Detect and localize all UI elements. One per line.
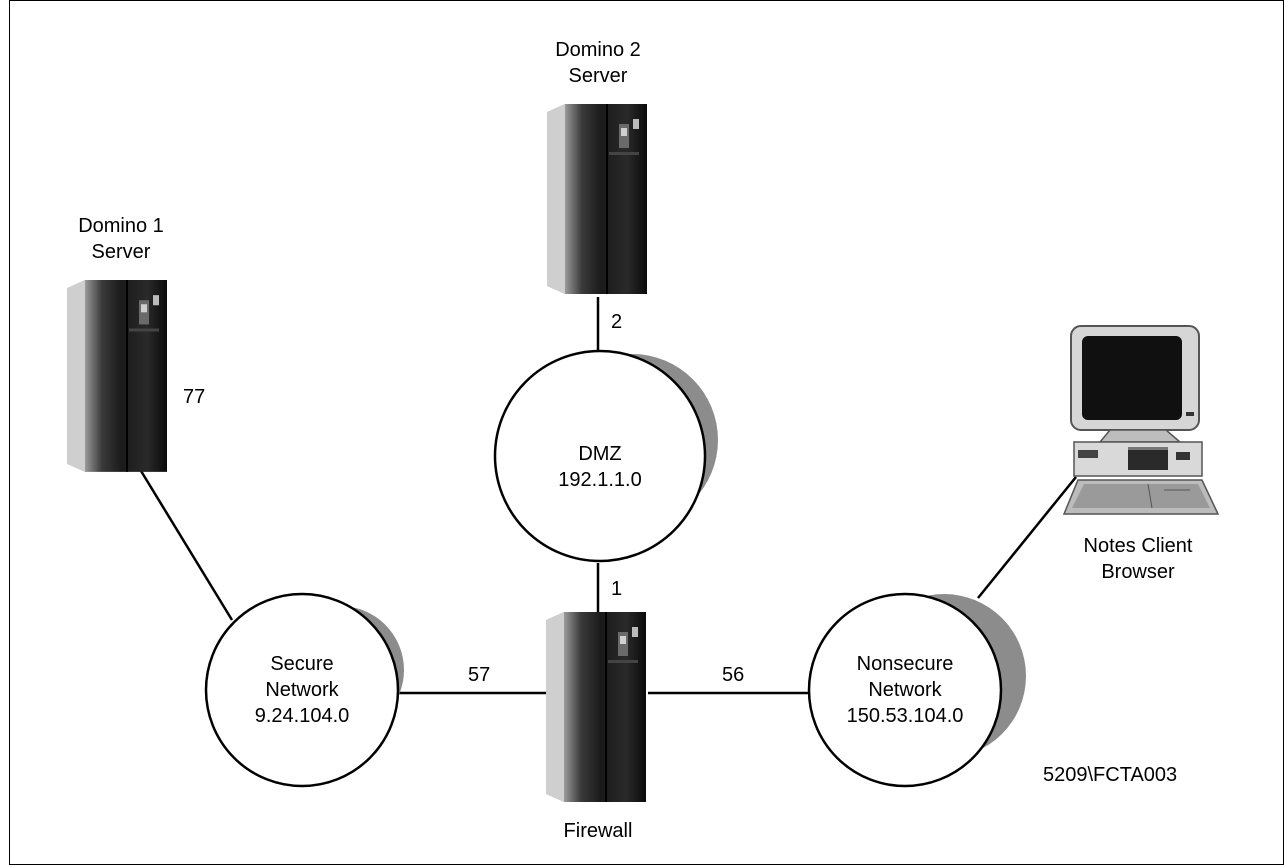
workstation-icon bbox=[1062, 325, 1220, 515]
link-label-domino1: 77 bbox=[183, 386, 206, 408]
link-label-domino2-dmz: 2 bbox=[611, 311, 623, 333]
network-dmz-node bbox=[493, 349, 718, 563]
server-tower-icon bbox=[546, 103, 648, 295]
link-nonsecure-client bbox=[977, 476, 1077, 599]
server-tower-icon bbox=[65, 278, 169, 473]
network-nonsecure-node bbox=[807, 592, 1026, 788]
firewall-label: Firewall bbox=[563, 820, 633, 842]
link-label-firewall-nonsecure: 56 bbox=[722, 664, 745, 686]
figure-id: 5209\FCTA003 bbox=[1043, 764, 1178, 786]
network-secure-node bbox=[204, 592, 404, 788]
connection-lines bbox=[125, 297, 1077, 695]
link-label-dmz-firewall: 1 bbox=[611, 578, 623, 600]
link-domino1-secure bbox=[125, 447, 234, 621]
link-label-secure-firewall: 57 bbox=[468, 664, 491, 686]
firewall-tower-icon bbox=[545, 611, 647, 803]
